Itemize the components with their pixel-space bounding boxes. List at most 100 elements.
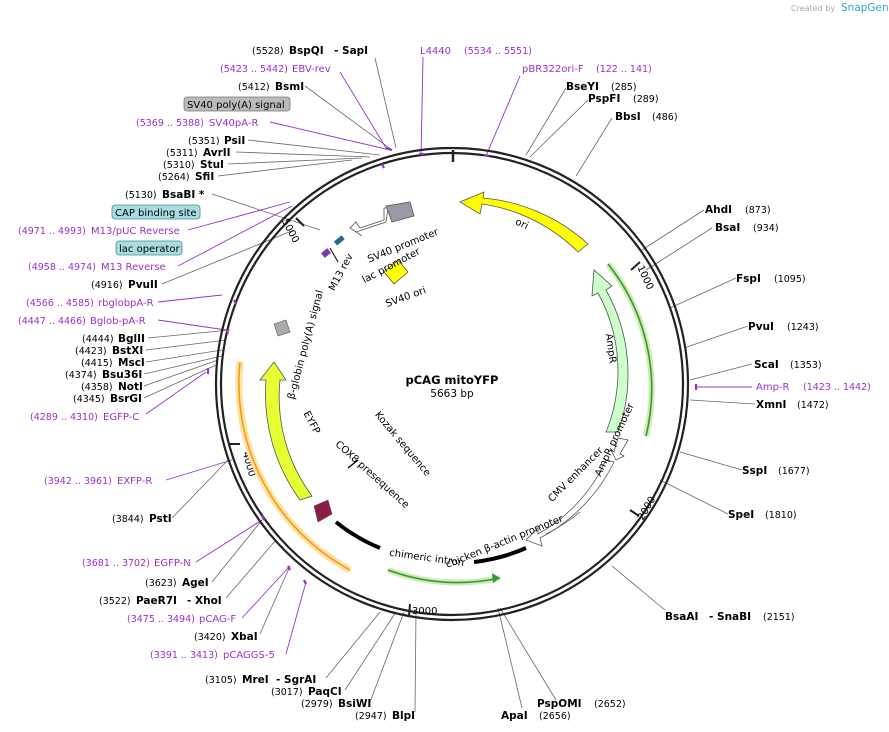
primer-name-amp-r[interactable]: Amp-R: [756, 382, 790, 393]
site-pos-blpi: (2947): [355, 711, 387, 722]
site-pos-bsmi: (5412): [238, 82, 270, 93]
site-name-msci[interactable]: MscI: [118, 357, 145, 369]
site-pos-noti: (4358): [81, 382, 113, 393]
site-name-scai[interactable]: ScaI: [754, 359, 779, 371]
primer-name-pbr322[interactable]: pBR322ori-F: [522, 64, 584, 75]
site-pos-spei: (1810): [765, 510, 797, 521]
site-pos-bsai: (934): [753, 223, 779, 234]
eyfp-orange-arc: [238, 361, 351, 571]
tick-label-3000: 3000: [412, 606, 437, 617]
site-extra-bsaai[interactable]: - SnaBI: [709, 611, 751, 623]
eyfp-feature[interactable]: [259, 361, 313, 501]
ampr-promoter-feature[interactable]: [609, 437, 629, 461]
site-name-bsu36i[interactable]: Bsu36I: [102, 369, 142, 381]
site-name-stui[interactable]: StuI: [200, 159, 224, 171]
site-pos-xmni: (1472): [797, 400, 829, 411]
site-name-paer7i[interactable]: PaeR7I: [136, 595, 177, 607]
site-pos-ahdi: (873): [745, 205, 771, 216]
site-name-blpi[interactable]: BlpI: [392, 710, 415, 722]
site-pos-pspomi: (2652): [594, 699, 626, 710]
site-name-sfii[interactable]: SfiI: [195, 171, 214, 183]
leader-lines: [143, 57, 756, 713]
site-pos-bsu36i: (4374): [65, 370, 97, 381]
site-pos-bglii: (4444): [82, 334, 114, 345]
site-name-bsabi[interactable]: BsaBI *: [162, 189, 205, 201]
primer-marks: [206, 146, 698, 585]
site-name-paqci[interactable]: PaqCI: [308, 686, 342, 698]
primer-name-l4440[interactable]: L4440: [420, 46, 451, 57]
sv40-polya-badge[interactable]: [183, 96, 291, 112]
site-name-bsai[interactable]: BsaI: [715, 222, 740, 234]
site-name-agei[interactable]: AgeI: [182, 577, 209, 589]
primer-range-ebv-rev: (5423 .. 5442): [220, 64, 288, 75]
site-pos-bstxi: (4423): [75, 346, 107, 357]
site-name-pvuii[interactable]: PvuII: [128, 279, 158, 291]
site-name-noti[interactable]: NotI: [118, 381, 143, 393]
primer-range-pbr322: (122 .. 141): [596, 64, 652, 75]
site-name-spei[interactable]: SpeI: [728, 509, 754, 521]
site-name-mrei[interactable]: MreI: [242, 674, 269, 686]
sv40-ori-feature[interactable]: [383, 259, 409, 285]
site-pos-stui: (5310): [163, 160, 195, 171]
site-name-fspi[interactable]: FspI: [736, 273, 761, 285]
site-name-avrii[interactable]: AvrII: [203, 147, 231, 159]
cap-site-badge[interactable]: [111, 204, 201, 220]
site-name-bsaai[interactable]: BsaAI: [665, 611, 698, 623]
lac-op-mark: [329, 247, 339, 263]
intron-black-arc-left: [334, 520, 381, 550]
site-name-sspi[interactable]: SspI: [742, 465, 767, 477]
site-pos-msci: (4415): [81, 358, 113, 369]
lac-operator-badge[interactable]: [115, 240, 183, 256]
site-pos-pspfi: (289): [633, 94, 659, 105]
credit-prefix: Created by: [791, 4, 835, 13]
primer-name-pcag-f[interactable]: pCAG-F: [199, 614, 236, 625]
site-name-pspfi[interactable]: PspFI: [588, 93, 620, 105]
primer-name-pcaggs5[interactable]: pCAGGS-5: [223, 650, 275, 661]
site-name-bspqi[interactable]: BspQI: [289, 45, 324, 57]
site-name-bsrgi[interactable]: BsrGI: [110, 393, 142, 405]
site-pos-psti: (3844): [112, 514, 144, 525]
site-name-bglii[interactable]: BglII: [118, 333, 145, 345]
site-name-xmni[interactable]: XmnI: [756, 399, 786, 411]
site-name-ahdi[interactable]: AhdI: [705, 204, 732, 216]
tick-label-5000: 5000: [279, 217, 301, 245]
primer-name-bglob[interactable]: Bglob-pA-R: [90, 316, 146, 327]
site-name-bsmi[interactable]: BsmI: [275, 81, 304, 93]
site-pos-apai: (2656): [539, 711, 571, 722]
site-name-bseyi[interactable]: BseYI: [566, 81, 599, 93]
ori-feature[interactable]: [459, 191, 589, 253]
site-name-bstxi[interactable]: BstXI: [112, 345, 143, 357]
primer-name-egfp-n[interactable]: EGFP-N: [154, 558, 191, 569]
cmv-enhancer-feature[interactable]: [525, 459, 615, 547]
site-pos-bsiwi: (2979): [301, 699, 333, 710]
site-name-pspomi[interactable]: PspOMI: [537, 698, 582, 710]
site-name-bbsi[interactable]: BbsI: [615, 111, 641, 123]
sv40-promoter-feature[interactable]: [349, 207, 389, 237]
site-extra-mrei[interactable]: - SgrAI: [276, 674, 316, 686]
cox8-feature[interactable]: [313, 499, 333, 523]
primer-leader-lines: [145, 56, 752, 655]
primer-range-amp-r: (1423 .. 1442): [803, 382, 871, 393]
site-extra-paer7i[interactable]: - XhoI: [187, 595, 222, 607]
primer-name-rbglob[interactable]: rbglobpA-R: [98, 298, 154, 309]
site-name-pvui[interactable]: PvuI: [748, 321, 774, 333]
site-name-apai[interactable]: ApaI: [501, 710, 528, 722]
site-name-psti[interactable]: PstI: [149, 513, 172, 525]
primer-name-egfp-c[interactable]: EGFP-C: [103, 412, 139, 423]
primer-name-sv40pa-r[interactable]: SV40pA-R: [209, 118, 258, 129]
site-pos-paqci: (3017): [271, 687, 303, 698]
ampr-feature[interactable]: [591, 269, 629, 433]
bglobin-feature[interactable]: [273, 319, 291, 337]
site-extra-bspqi[interactable]: - SapI: [334, 45, 368, 57]
site-name-bsiwi[interactable]: BsiWI: [338, 698, 371, 710]
site-name-psii[interactable]: PsiI: [224, 135, 245, 147]
primer-name-m13puc[interactable]: M13/pUC Reverse: [91, 226, 180, 237]
site-pos-scai: (1353): [790, 360, 822, 371]
primer-name-exfp-r[interactable]: EXFP-R: [117, 476, 152, 487]
primer-name-ebv-rev[interactable]: EBV-rev: [292, 64, 331, 75]
site-name-xbai[interactable]: XbaI: [231, 631, 258, 643]
site-pos-sspi: (1677): [778, 466, 810, 477]
primer-name-m13rev[interactable]: M13 Reverse: [101, 262, 166, 273]
scale-ticks: [229, 217, 641, 617]
